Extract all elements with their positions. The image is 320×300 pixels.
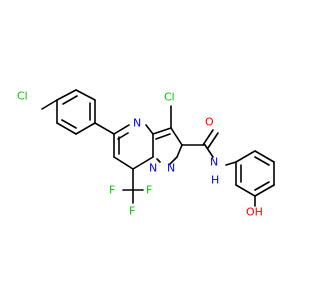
bond xyxy=(145,124,154,135)
atom-labels: Cl Cl N N N O N H F F F OH xyxy=(17,90,263,219)
bonds xyxy=(41,89,275,207)
bond xyxy=(169,156,178,165)
bond xyxy=(170,127,183,146)
atom-label-o-carbonyl: O xyxy=(205,116,214,129)
atom-label-h-amide: H xyxy=(211,174,219,187)
bond xyxy=(235,184,256,197)
bond xyxy=(113,156,134,170)
bond xyxy=(254,150,275,163)
bond xyxy=(61,119,77,129)
atom-label-n-pyrimidine: N xyxy=(133,117,141,130)
bond xyxy=(75,122,96,135)
bond xyxy=(207,132,219,149)
bond xyxy=(202,129,214,146)
atom-label-cl-pyrazole: Cl xyxy=(164,91,175,104)
bond xyxy=(155,133,171,140)
bond xyxy=(113,124,130,135)
bond xyxy=(56,122,77,135)
structure-diagram: Cl Cl N N N O N H F F F OH xyxy=(17,89,275,219)
bond xyxy=(254,156,270,166)
bond xyxy=(75,89,96,101)
atom-label-f-right: F xyxy=(146,184,152,197)
atom-label-oh: OH xyxy=(246,206,263,219)
bond xyxy=(254,184,275,197)
bond xyxy=(62,95,78,105)
bond xyxy=(254,181,270,191)
atom-label-n-bridge: N xyxy=(149,162,157,175)
molecule-canvas: Cl Cl N N N O N H F F F OH xyxy=(17,89,275,219)
bond xyxy=(225,161,237,166)
atom-label-f-bottom: F xyxy=(129,205,135,218)
bond xyxy=(41,99,58,110)
bond xyxy=(156,158,161,163)
bond xyxy=(152,127,172,135)
bond xyxy=(56,89,77,101)
atom-label-n-pyrazole: N xyxy=(167,162,175,175)
bond xyxy=(176,144,183,158)
atom-label-cl-phenyl: Cl xyxy=(17,90,28,103)
bond xyxy=(204,144,214,158)
bond xyxy=(132,156,154,170)
bond xyxy=(94,122,115,135)
bond xyxy=(235,150,256,163)
atom-label-n-amide: N xyxy=(210,156,218,169)
atom-label-f-left: F xyxy=(109,184,115,197)
